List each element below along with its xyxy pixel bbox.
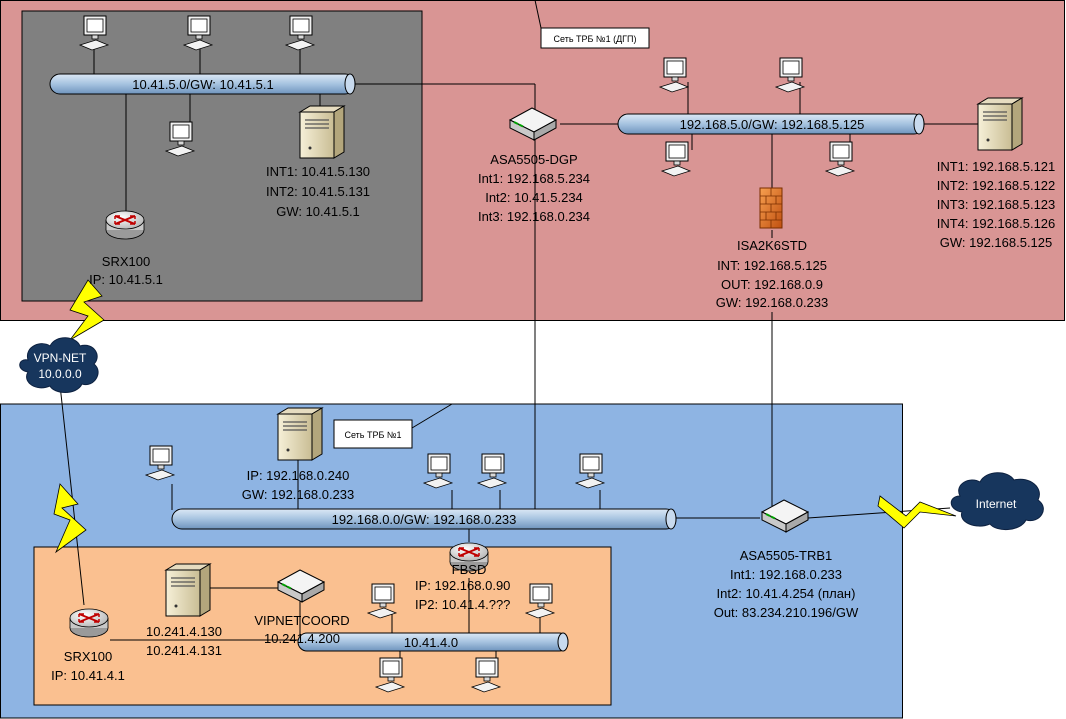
bus-top-right: 192.168.5.0/GW: 192.168.5.125 xyxy=(617,113,925,135)
router-icon xyxy=(105,210,145,240)
server-icon xyxy=(299,105,345,159)
trb-callout-leader xyxy=(411,403,453,429)
trb-zone-title: Сеть ТРБ №1 xyxy=(344,430,401,440)
vpn-cloud-subnet: 10.0.0.0 xyxy=(38,367,82,381)
workstation-icon xyxy=(165,121,195,157)
asa-trb-int1: Int1: 192.168.0.233 xyxy=(730,567,842,582)
isa-label: ISA2K6STD INT: 192.168.5.125 OUT: 192.16… xyxy=(716,238,829,310)
inner-lan-zone xyxy=(33,546,612,706)
vpn-link-lightning-bottom xyxy=(53,483,87,554)
isa-int: INT: 192.168.5.125 xyxy=(717,258,827,273)
bus-top-left: 10.41.5.0/GW: 10.41.5.1 xyxy=(49,73,356,95)
server-main-ip: IP: 192.168.0.240 xyxy=(247,468,350,483)
isa-out: OUT: 192.168.0.9 xyxy=(721,277,823,292)
dgp-callout-box xyxy=(540,27,650,49)
vipnet-label: VIPNETCOORD 10.241.4.200 xyxy=(254,613,349,646)
fbsd-ip: IP: 192.168.0.90 xyxy=(415,578,510,593)
vpn-cloud: VPN-NET 10.0.0.0 xyxy=(19,337,99,393)
bus-main: 192.168.0.0/GW: 192.168.0.233 xyxy=(171,508,677,530)
server-top-right-int4: INT4: 192.168.5.126 xyxy=(937,216,1056,231)
server-main-gw: GW: 192.168.0.233 xyxy=(242,487,355,502)
asa-trb-label: ASA5505-TRB1 Int1: 192.168.0.233 Int2: 1… xyxy=(714,548,859,620)
server-top-left-label: INT1: 10.41.5.130 INT2: 10.41.5.131 GW: … xyxy=(266,164,370,219)
srx-top-name: SRX100 xyxy=(102,254,150,269)
vipnet-ip: 10.241.4.200 xyxy=(264,631,340,646)
asa-trb-name: ASA5505-TRB1 xyxy=(740,548,833,563)
server-top-left-gw: GW: 10.41.5.1 xyxy=(276,204,360,219)
srx-bottom-name: SRX100 xyxy=(64,649,112,664)
isa-name: ISA2K6STD xyxy=(737,238,807,253)
workstation-icon xyxy=(145,445,175,481)
server-top-left-int2: INT2: 10.41.5.131 xyxy=(266,184,370,199)
server-icon xyxy=(277,407,323,461)
bus-top-right-label: 192.168.5.0/GW: 192.168.5.125 xyxy=(680,117,865,132)
server-top-right-int1: INT1: 192.168.5.121 xyxy=(937,159,1056,174)
asa-trb-out: Out: 83.234.210.196/GW xyxy=(714,605,859,620)
server-main-label: IP: 192.168.0.240 GW: 192.168.0.233 xyxy=(242,468,355,502)
server-top-right-gw: GW: 192.168.5.125 xyxy=(940,235,1053,250)
asa-dgp-int3: Int3: 192.168.0.234 xyxy=(478,209,590,224)
server-top-left-int1: INT1: 10.41.5.130 xyxy=(266,164,370,179)
workstation-icon xyxy=(367,583,397,619)
asa-dgp-name: ASA5505-DGP xyxy=(490,152,577,167)
asa-dgp-int1: Int1: 192.168.5.234 xyxy=(478,171,590,186)
bus-inner-label: 10.41.4.0 xyxy=(404,635,458,650)
workstation-icon xyxy=(659,57,689,93)
srx-bottom-label: SRX100 IP: 10.41.4.1 xyxy=(51,649,125,683)
internet-link-lightning xyxy=(877,495,957,529)
srx-top-ip: IP: 10.41.5.1 xyxy=(89,272,163,287)
workstation-icon xyxy=(825,141,855,177)
dgp-callout-leader xyxy=(534,0,542,29)
isa-gw: GW: 192.168.0.233 xyxy=(716,295,829,310)
server-inner-ip1: 10.241.4.130 xyxy=(146,624,222,639)
server-inner-ip2: 10.241.4.131 xyxy=(146,643,222,658)
trb-callout-box xyxy=(333,419,413,449)
workstation-icon xyxy=(471,657,501,693)
internet-cloud-label: Internet xyxy=(976,497,1017,511)
server-top-right-label: INT1: 192.168.5.121 INT2: 192.168.5.122 … xyxy=(937,159,1056,250)
asa-trb-int2: Int2: 10.41.4.254 (план) xyxy=(717,586,856,601)
workstation-icon xyxy=(79,15,109,51)
workstation-icon xyxy=(575,453,605,489)
fbsd-ip2: IP2: 10.41.4.??? xyxy=(415,597,510,612)
router-icon xyxy=(69,608,109,638)
fbsd-label: FBSD IP: 192.168.0.90 IP2: 10.41.4.??? xyxy=(415,562,510,612)
server-icon xyxy=(165,563,211,617)
gray-lan-zone xyxy=(21,10,423,302)
asa-dgp-int2: Int2: 10.41.5.234 xyxy=(485,190,583,205)
vpn-link-lightning-top xyxy=(69,279,105,341)
workstation-icon xyxy=(423,453,453,489)
bus-top-left-label: 10.41.5.0/GW: 10.41.5.1 xyxy=(132,77,273,92)
workstation-icon xyxy=(375,657,405,693)
workstation-icon xyxy=(285,15,315,51)
server-inner-label: 10.241.4.130 10.241.4.131 xyxy=(146,624,222,658)
workstation-icon xyxy=(525,583,555,619)
workstation-icon xyxy=(661,141,691,177)
internet-cloud: Internet xyxy=(950,472,1044,530)
workstation-icon xyxy=(183,15,213,51)
workstation-icon xyxy=(477,453,507,489)
firewall-icon xyxy=(759,187,783,229)
server-icon xyxy=(977,97,1023,151)
bus-inner: 10.41.4.0 xyxy=(297,632,569,652)
fbsd-name: FBSD xyxy=(452,562,487,577)
bus-main-label: 192.168.0.0/GW: 192.168.0.233 xyxy=(332,512,517,527)
vipnet-name: VIPNETCOORD xyxy=(254,613,349,628)
srx-top-label: SRX100 IP: 10.41.5.1 xyxy=(89,254,163,287)
server-top-right-int2: INT2: 192.168.5.122 xyxy=(937,178,1056,193)
srx-bottom-ip: IP: 10.41.4.1 xyxy=(51,668,125,683)
server-top-right-int3: INT3: 192.168.5.123 xyxy=(937,197,1056,212)
workstation-icon xyxy=(775,57,805,93)
asa-dgp-label: ASA5505-DGP Int1: 192.168.5.234 Int2: 10… xyxy=(478,152,590,224)
vpn-cloud-name: VPN-NET xyxy=(34,351,87,365)
dgp-zone-title: Сеть ТРБ №1 (ДГП) xyxy=(553,34,636,44)
